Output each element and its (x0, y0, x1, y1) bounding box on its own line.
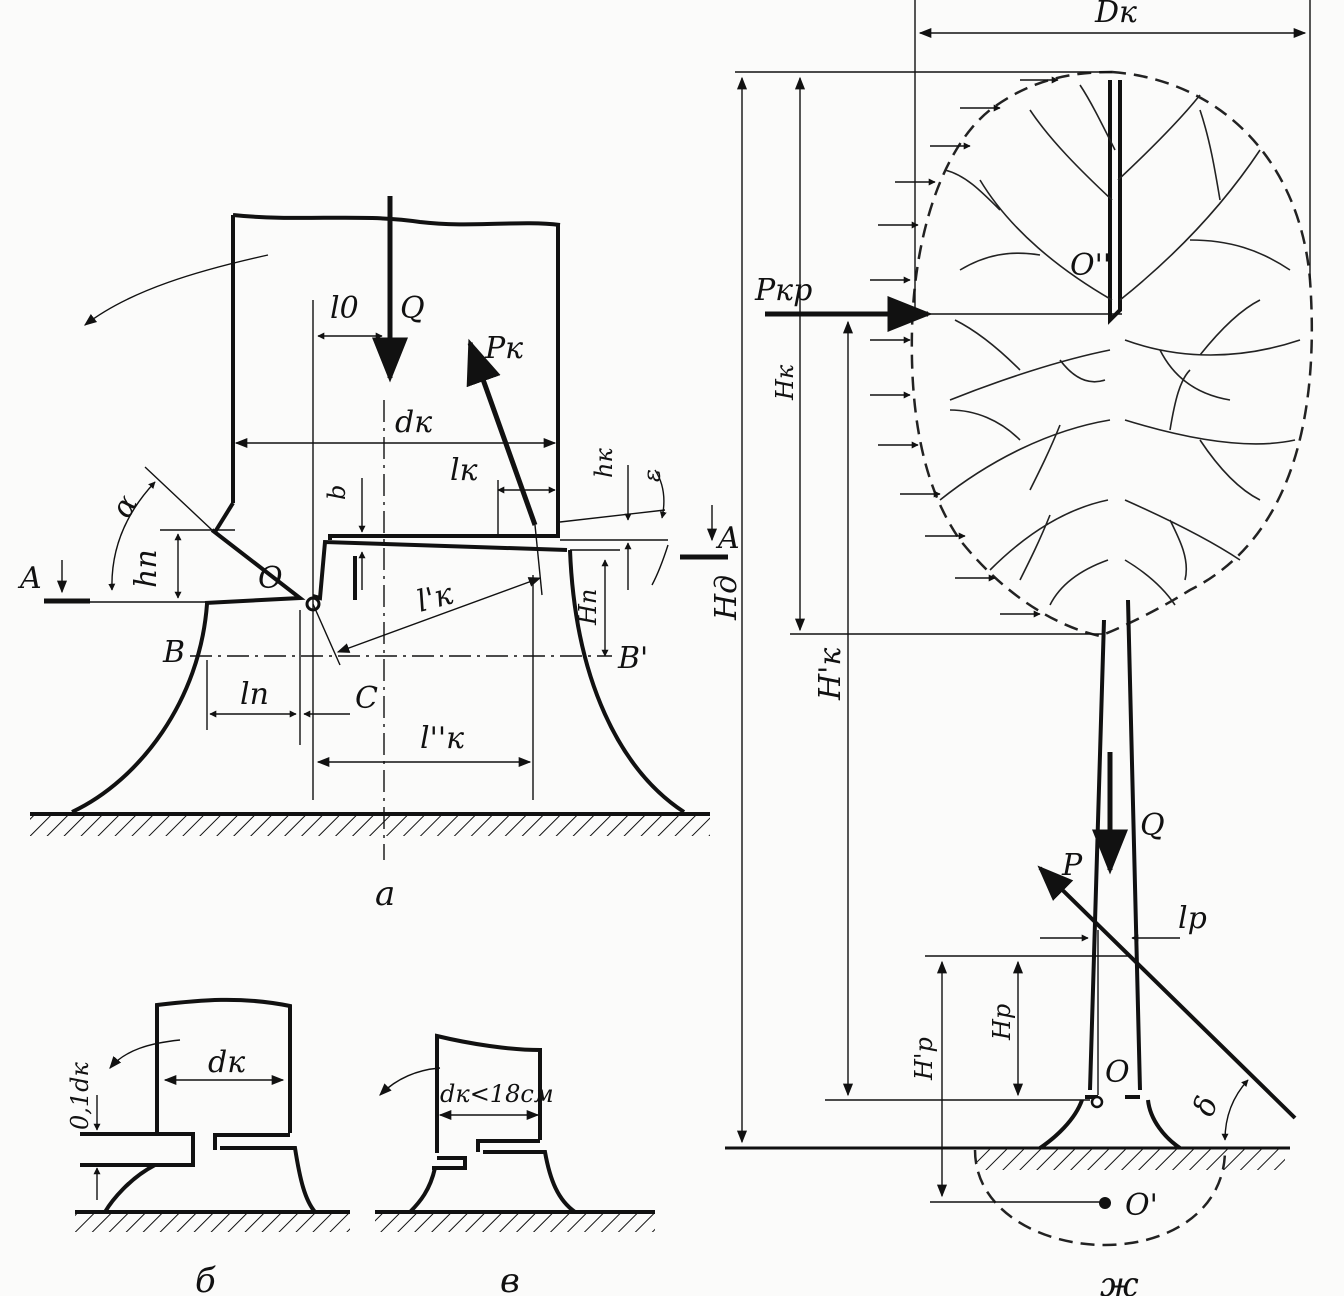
label-b: b (323, 485, 351, 500)
eps-arc (654, 469, 667, 519)
label-A-left: A (17, 561, 42, 596)
dim-lk-prime (336, 577, 542, 653)
hinge-b (213, 1133, 317, 1214)
fall-arrow-v (379, 1067, 441, 1096)
notch-v (432, 1156, 467, 1170)
alpha-arc (108, 481, 156, 591)
label-hn: hп (129, 549, 164, 588)
label-lk: lк (450, 453, 478, 488)
label-Hp-prime: H'р (910, 1037, 938, 1081)
label-O-a: O (258, 561, 283, 596)
back-cut-upper (328, 503, 560, 540)
pivot-O-zh (1090, 1095, 1104, 1109)
hk-ext-line (559, 509, 666, 523)
stump-v (408, 1167, 437, 1214)
label-A-right: A (715, 521, 740, 556)
caption-zh: ж (1100, 1265, 1139, 1296)
diagram-b: dк 0,1dк б (66, 997, 350, 1296)
stump-flare-zh (1038, 1099, 1182, 1150)
label-lk-prime: l'к (413, 577, 457, 620)
label-Hk: Hк (771, 364, 799, 401)
label-dk-a: dк (395, 405, 432, 440)
label-C: C (355, 681, 378, 716)
label-dk-b: dк (208, 1045, 245, 1080)
label-O-dprime: O'' (1070, 248, 1111, 283)
label-Q-zh: Q (1140, 808, 1165, 843)
ground-hatch-v (375, 1212, 655, 1232)
eps-arc2 (651, 544, 669, 586)
label-lk-dprime: l''к (420, 721, 464, 756)
label-Hp: Hр (988, 1004, 1016, 1041)
label-Hd: Hд (709, 575, 744, 621)
ground-hatch-a (30, 814, 710, 836)
label-Q-a: Q (400, 291, 425, 326)
delta-arc (1221, 1079, 1249, 1141)
root-zone (973, 1149, 1227, 1247)
label-B: B (162, 635, 185, 670)
trunk-b (155, 997, 292, 1133)
ground-hatch-b (75, 1212, 350, 1232)
label-P: P (1061, 848, 1083, 883)
label-Pkr: Pкр (754, 273, 812, 308)
caption-v: в (500, 1261, 520, 1296)
hinge-v (476, 1139, 577, 1214)
label-lp: lр (1178, 901, 1207, 936)
caption-b: б (195, 1261, 216, 1296)
stump-b (103, 1163, 156, 1214)
branches (939, 84, 1301, 606)
label-Hk-prime: H'к (813, 648, 848, 701)
stump-right (568, 549, 686, 814)
label-frac: 0,1dк (66, 1061, 94, 1130)
force-Pk-arrow (466, 338, 538, 526)
label-dk-lt: dк<18см (440, 1080, 554, 1108)
label-O-prime: O' (1125, 1188, 1158, 1223)
back-cut-lower (312, 539, 568, 601)
label-Dk: Dк (1094, 0, 1137, 30)
wind-arrows (870, 76, 1059, 618)
caption-a: а (375, 874, 395, 914)
label-hk: hк (590, 448, 618, 478)
label-l0: l0 (330, 291, 359, 326)
notch-b (80, 1132, 195, 1167)
label-ln: lп (240, 677, 269, 712)
trunk-v (435, 1033, 542, 1153)
label-eps: ε (638, 469, 666, 482)
diagram-zh: Dк Pкр O'' Hк Hд H'к Q P lр Hр H'р O δ O… (709, 0, 1314, 1296)
fall-direction-arrow-a (84, 254, 269, 326)
root-center-O-prime (1099, 1197, 1111, 1209)
label-alpha: α (105, 489, 145, 524)
label-Pk: Pк (484, 331, 523, 366)
force-P-arrow (1037, 865, 1297, 1120)
label-O-zh: O (1105, 1055, 1130, 1090)
label-Hn: Hп (574, 589, 602, 626)
notch-top (213, 501, 235, 534)
alpha-line (144, 466, 213, 531)
label-delta: δ (1187, 1092, 1226, 1121)
fall-arrow-b (109, 1039, 181, 1069)
notch-cut (204, 528, 306, 605)
stump-left (71, 603, 209, 814)
diagram-a: Q Pк l0 dк lк hк b ε A A α hп O l'к Hп B… (17, 196, 740, 914)
label-B-prime: B' (617, 641, 648, 676)
diagram-v: dк<18см в (375, 1033, 655, 1296)
lk-prime-ext (312, 603, 341, 666)
ground-hatch-zh (975, 1148, 1285, 1170)
upper-stem (1108, 80, 1122, 325)
